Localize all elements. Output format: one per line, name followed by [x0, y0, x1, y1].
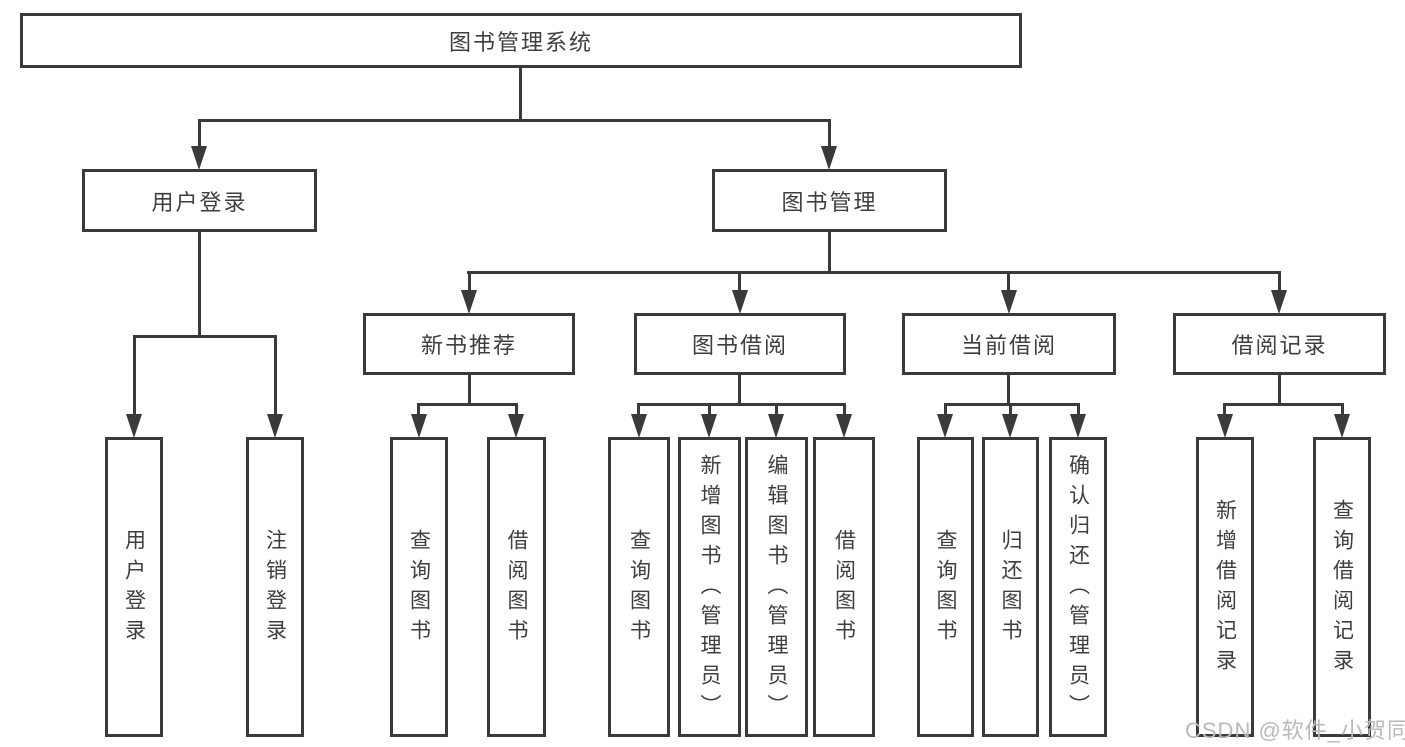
- leaf-borrow-edit-books-admin: 编辑图书（管理员）: [745, 437, 808, 737]
- connector-drop-user-login: [198, 119, 201, 149]
- leaf-newrec-borrow-books: 借阅图书: [487, 437, 546, 737]
- connector-drop-borrow-borrow: [843, 403, 846, 416]
- connector-newrec-bus: [418, 403, 518, 406]
- arrowhead-borrow-add: [701, 414, 717, 438]
- connector-mgmt-bus: [467, 271, 1281, 274]
- leaf-borrow-add-books-admin: 新增图书（管理员）: [678, 437, 741, 737]
- connector-drop-borrow-edit: [775, 403, 778, 416]
- node-book-borrow: 图书借阅: [634, 313, 846, 375]
- connector-drop-record-query: [1341, 403, 1344, 416]
- connector-drop-current-borrow: [1007, 271, 1010, 293]
- leaf-record-query-borrow-record: 查询借阅记录: [1313, 437, 1371, 737]
- arrowhead-newrec-query: [411, 414, 427, 438]
- connector-login-stem: [198, 232, 201, 338]
- leaf-user-login: 用户登录: [105, 437, 163, 737]
- arrowhead-record-add: [1217, 414, 1233, 438]
- leaf-logout-login: 注销登录: [246, 437, 304, 737]
- leaf-curr-confirm-return-admin: 确认归还（管理员）: [1049, 437, 1107, 737]
- node-current-borrow: 当前借阅: [902, 313, 1116, 375]
- connector-drop-leaf-user-login: [133, 335, 136, 416]
- connector-drop-record-add: [1223, 403, 1226, 416]
- arrowhead-newrec-borrow: [508, 414, 524, 438]
- arrowhead-curr-confirm: [1070, 414, 1086, 438]
- leaf-curr-query-books: 查询图书: [917, 437, 974, 737]
- connector-newrec-stem: [468, 375, 471, 406]
- arrowhead-book-management: [821, 146, 837, 170]
- arrowhead-record-query: [1334, 414, 1350, 438]
- connector-root-bus: [198, 119, 831, 122]
- node-book-management: 图书管理: [712, 169, 947, 232]
- arrowhead-curr-query: [937, 414, 953, 438]
- arrowhead-borrow-edit: [768, 414, 784, 438]
- arrowhead-leaf-user-login: [126, 414, 142, 438]
- leaf-borrow-query-books: 查询图书: [608, 437, 670, 737]
- connector-drop-new-book-recommend: [468, 271, 471, 293]
- node-library-system: 图书管理系统: [20, 13, 1022, 68]
- arrowhead-user-login: [191, 146, 207, 170]
- node-new-book-recommend: 新书推荐: [363, 313, 575, 375]
- connector-drop-curr-query: [944, 403, 947, 416]
- arrowhead-book-borrow: [732, 290, 748, 314]
- connector-drop-leaf-logout: [274, 335, 277, 416]
- connector-curr-stem: [1007, 375, 1010, 406]
- connector-login-bus: [133, 335, 277, 338]
- leaf-curr-return-books: 归还图书: [982, 437, 1039, 737]
- node-user-login: 用户登录: [82, 169, 317, 232]
- connector-borrow-bus: [638, 403, 846, 406]
- connector-drop-borrow-records: [1278, 271, 1281, 293]
- arrowhead-borrow-records: [1271, 290, 1287, 314]
- connector-drop-book-borrow: [738, 271, 741, 293]
- leaf-borrow-borrow-books: 借阅图书: [813, 437, 875, 737]
- connector-drop-borrow-add: [708, 403, 711, 416]
- arrowhead-leaf-logout: [267, 414, 283, 438]
- connector-drop-borrow-query: [637, 403, 640, 416]
- connector-drop-book-management: [828, 119, 831, 149]
- connector-record-bus: [1224, 403, 1344, 406]
- connector-borrow-stem: [738, 375, 741, 406]
- arrowhead-borrow-query: [631, 414, 647, 438]
- arrowhead-curr-return: [1002, 414, 1018, 438]
- arrowhead-borrow-borrow: [836, 414, 852, 438]
- arrowhead-current-borrow: [1001, 290, 1017, 314]
- connector-root-stem: [519, 68, 522, 121]
- leaf-record-add-borrow-record: 新增借阅记录: [1196, 437, 1254, 737]
- connector-curr-bus: [944, 403, 1080, 406]
- connector-record-stem: [1278, 375, 1281, 406]
- arrowhead-new-book-recommend: [461, 290, 477, 314]
- connector-drop-newrec-query: [417, 403, 420, 416]
- connector-drop-newrec-borrow: [515, 403, 518, 416]
- connector-mgmt-stem: [828, 232, 831, 274]
- csdn-watermark: CSDN @软件_小贺同学: [1185, 718, 1405, 743]
- connector-drop-curr-return: [1009, 403, 1012, 416]
- leaf-newrec-query-books: 查询图书: [390, 437, 448, 737]
- connector-drop-curr-confirm: [1077, 403, 1080, 416]
- node-borrow-records: 借阅记录: [1173, 313, 1386, 375]
